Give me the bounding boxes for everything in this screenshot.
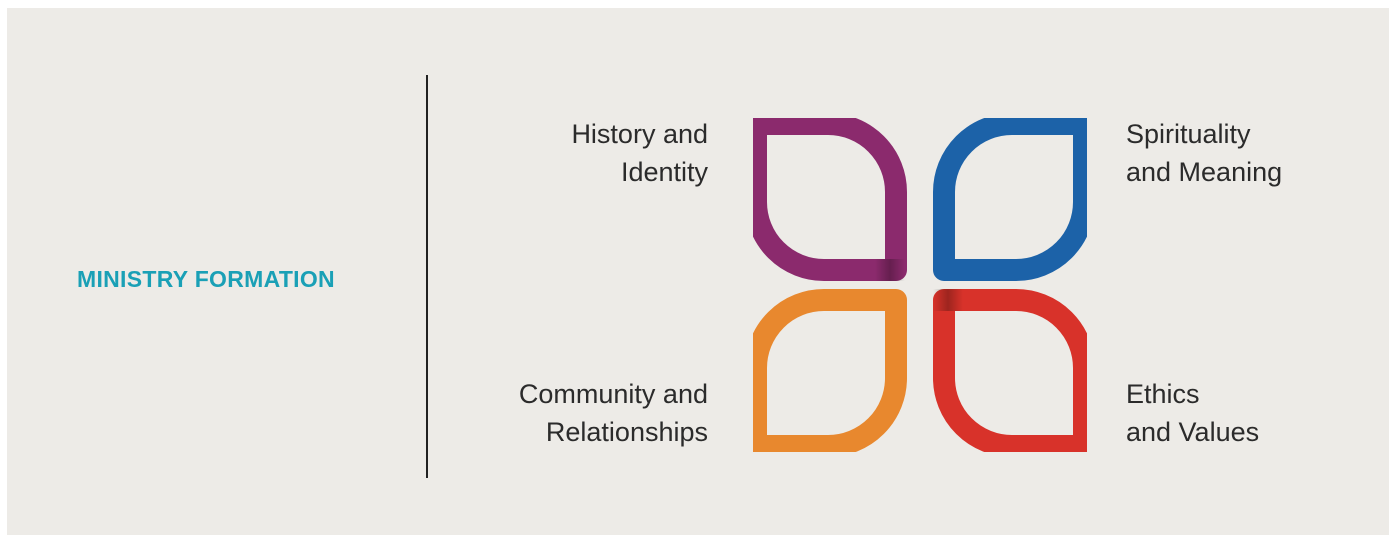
label-ethics-line1: Ethics — [1126, 379, 1200, 409]
ministry-formation-title: MINISTRY FORMATION — [77, 266, 335, 292]
label-ethics-values: Ethics and Values — [1126, 375, 1259, 451]
label-ethics-line2: and Values — [1126, 417, 1260, 447]
label-history-identity: History and Identity — [571, 115, 708, 191]
interlace-shadow-top — [875, 259, 905, 281]
label-history-line1: History and — [571, 119, 708, 149]
vertical-divider — [426, 75, 428, 478]
label-community-relationships: Community and Relationships — [519, 375, 708, 451]
label-community-line1: Community and — [518, 379, 708, 409]
four-petal-emblem — [753, 118, 1087, 452]
label-community-line2: Relationships — [545, 417, 708, 447]
label-spirituality-meaning: Spirituality and Meaning — [1126, 115, 1282, 191]
label-history-line2: Identity — [620, 157, 708, 187]
panel-background — [7, 8, 1389, 535]
petal-ethics — [933, 289, 1087, 452]
label-spirituality-line2: and Meaning — [1126, 157, 1283, 187]
petal-history — [753, 118, 907, 281]
interlace-shadow-bottom — [933, 289, 963, 311]
petal-spirituality — [933, 118, 1087, 281]
petal-community — [753, 289, 907, 452]
label-spirituality-line1: Spirituality — [1126, 119, 1251, 149]
